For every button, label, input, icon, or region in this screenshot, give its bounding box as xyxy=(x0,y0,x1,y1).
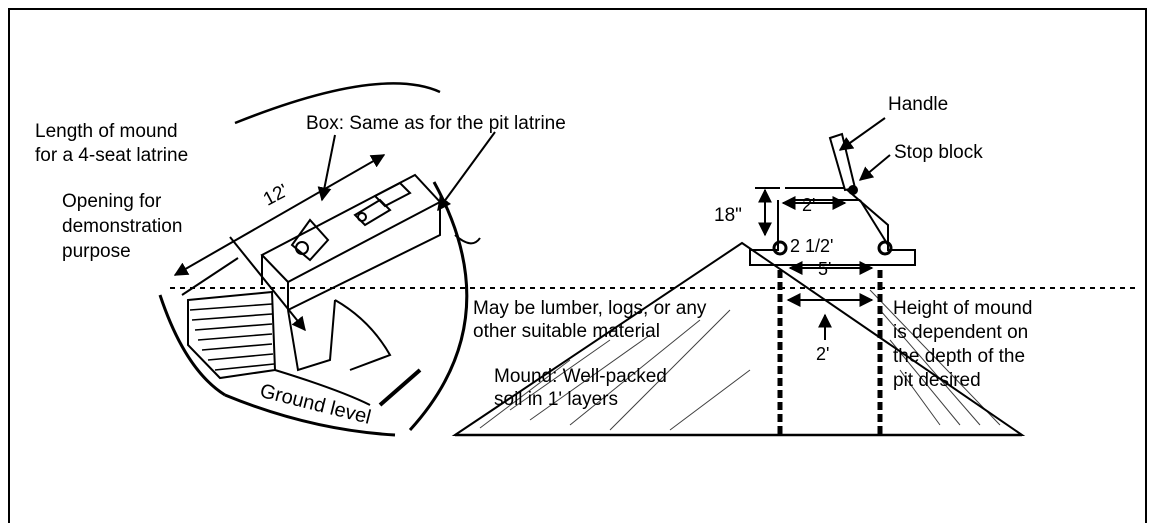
mound-height-label-line2: is dependent on xyxy=(893,322,1029,343)
mound-length-label-line1: Length of mound xyxy=(35,121,178,142)
mound-soil-label-line2: soil in 1' layers xyxy=(494,389,619,410)
lumber-label-line2: other suitable material xyxy=(473,321,660,342)
latrine-box xyxy=(260,173,442,284)
opening-label-line2: demonstration xyxy=(62,216,183,237)
lumber-label-line1: May be lumber, logs, or any xyxy=(473,298,707,319)
opening-label-line3: purpose xyxy=(62,241,131,262)
right-section-view xyxy=(170,117,1140,437)
lumber-posts xyxy=(777,270,883,435)
dimension-seat-2ft: 2' xyxy=(802,195,816,215)
demonstration-opening xyxy=(187,290,277,380)
mound-height-label-line4: pit desired xyxy=(893,370,981,391)
left-perspective-view xyxy=(158,82,496,437)
latrine-drawing xyxy=(158,82,1140,437)
stop-block-label: Stop block xyxy=(894,142,983,163)
mound-soil-label-line1: Mound: Well-packed xyxy=(494,366,667,387)
mound-length-label-line2: for a 4-seat latrine xyxy=(35,145,189,166)
seat-box xyxy=(749,187,916,266)
ground-curve xyxy=(224,393,396,437)
right-mound-arc xyxy=(408,181,469,432)
lower-mound-arc xyxy=(158,294,226,397)
dimension-pit-2ft: 2' xyxy=(816,344,830,364)
opening-label-line1: Opening for xyxy=(62,191,162,212)
seat-lids xyxy=(290,181,412,262)
dimension-2-half-ft: 2 1/2' xyxy=(790,236,834,256)
dimension-18in: 18" xyxy=(714,205,742,226)
mound-outline-arc xyxy=(234,82,441,125)
mound-height-label-line1: Height of mound xyxy=(893,298,1033,319)
mound-height-label-line3: the depth of the xyxy=(893,346,1026,367)
handle-label: Handle xyxy=(888,94,949,115)
box-label: Box: Same as for the pit latrine xyxy=(306,113,566,134)
dimension-5ft: 5' xyxy=(818,259,832,279)
figure-frame: Length of mound for a 4-seat latrine Box… xyxy=(8,8,1147,523)
